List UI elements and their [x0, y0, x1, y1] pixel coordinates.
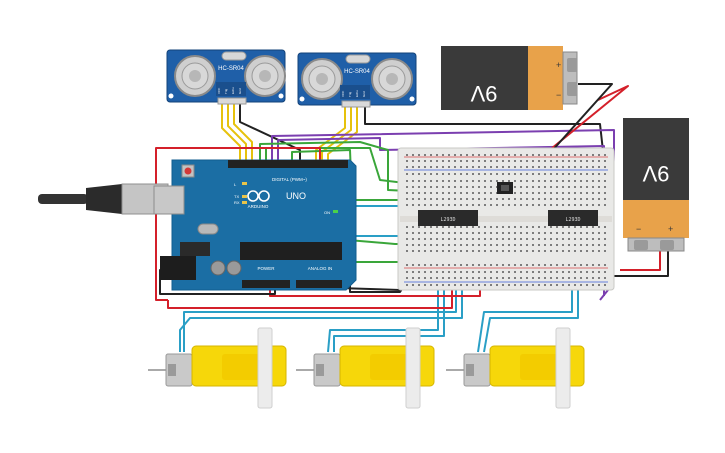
dc-motor-3: [446, 327, 585, 409]
battery-plus: +: [668, 224, 673, 234]
wire-green: [259, 141, 431, 193]
sensor-pin-label: Echo: [355, 90, 359, 97]
wire-red: [167, 280, 453, 309]
ultrasonic-sensor-1: HC-SR04 VCC Trig Echo Gnd: [166, 49, 286, 105]
dc-motor-1: [148, 327, 287, 409]
wire-purple: [271, 129, 615, 301]
capacitor: [226, 260, 242, 276]
battery-9v-top: 9V + −: [441, 46, 578, 110]
breadboard: [397, 147, 615, 291]
sensor-pin-label: VCC: [341, 90, 345, 97]
chip-label: L293D: [565, 217, 580, 223]
power-header: [242, 280, 290, 288]
pushbutton: [497, 182, 513, 194]
sensor-pin-label: Gnd: [238, 88, 242, 94]
model-label: UNO: [286, 191, 306, 201]
battery-body: [441, 46, 528, 110]
arduino-logo: ARDUINO: [247, 190, 270, 209]
rx-label: RX: [234, 200, 240, 205]
sensor-pin-label: Gnd: [362, 91, 366, 97]
arduino-uno: DIGITAL (PWM~) ARDUINO UNO L TX RX ON PO…: [38, 159, 357, 291]
sensor-pin-label: Trig: [348, 92, 352, 97]
wire-black: [239, 102, 301, 160]
wire-yellow: [221, 102, 241, 160]
dc-jack: [160, 256, 196, 280]
wire-yellow: [321, 104, 352, 160]
wire-cyan: [333, 250, 445, 352]
chip-body: [548, 210, 598, 226]
wire-yellow: [227, 102, 247, 160]
wire-black: [364, 104, 605, 161]
usb-cable: [38, 194, 88, 204]
led-label: L: [234, 182, 237, 187]
digital-label: DIGITAL (PWM~): [272, 177, 307, 182]
analog-header: [296, 280, 342, 288]
digital-header: [228, 160, 348, 168]
usb-port: [153, 185, 185, 215]
battery-label: [528, 46, 563, 110]
chip-body: [418, 210, 478, 226]
sensor-label: HC-SR04: [344, 69, 370, 75]
tx-label: TX: [234, 194, 239, 199]
battery-label: [623, 200, 689, 238]
wire-black: [600, 250, 669, 277]
logo-text: ARDUINO: [248, 204, 269, 209]
battery-minus: −: [636, 224, 641, 234]
sensor-pin-label: Echo: [231, 87, 235, 94]
battery-plus: +: [556, 60, 561, 70]
sensor-pin-label: VCC: [217, 87, 221, 94]
capacitor: [210, 260, 226, 276]
wire-red: [155, 147, 321, 301]
wire-yellow: [233, 102, 253, 160]
microcontroller-chip: [240, 242, 342, 260]
breadboard-holes: [406, 154, 606, 286]
wire-red: [620, 250, 661, 271]
on-label: ON: [324, 210, 330, 215]
battery-text: 9V: [470, 81, 497, 106]
dc-motor-2: [296, 327, 435, 409]
sensor-pin-label: Trig: [224, 89, 228, 94]
motor-driver-2: L293D: [548, 210, 598, 226]
battery-body: [623, 118, 689, 200]
chip-label: L293D: [440, 217, 455, 223]
wire-black: [541, 83, 613, 163]
battery-9v-right: 9V − +: [623, 118, 689, 252]
power-label: POWER: [257, 266, 275, 271]
sensor-label: HC-SR04: [218, 66, 244, 72]
ultrasonic-sensor-2: HC-SR04 VCC Trig Echo Gnd: [297, 52, 417, 108]
analog-label: ANALOG IN: [308, 266, 333, 271]
wire-green: [265, 147, 431, 187]
battery-minus: −: [556, 90, 561, 100]
motor-driver-1: L293D: [418, 210, 478, 226]
battery-text: 9V: [642, 161, 669, 186]
